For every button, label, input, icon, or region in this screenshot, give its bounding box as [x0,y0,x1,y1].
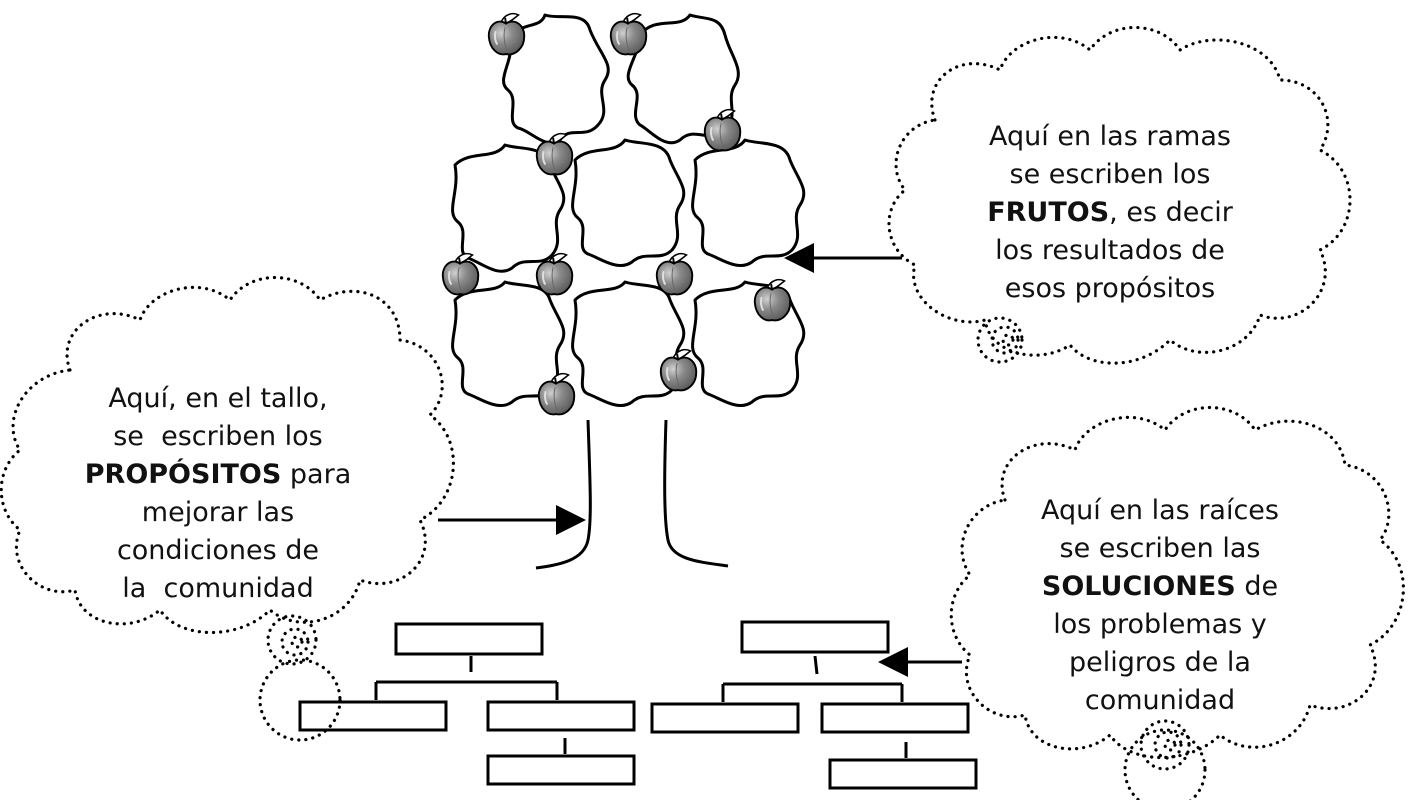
apple-icon [655,252,694,296]
clouds [0,25,1405,800]
roots-line2: se escriben las [1059,533,1261,564]
leaf-5 [691,138,806,268]
leaf-3 [451,143,566,273]
root-box [828,758,978,790]
arrows [438,243,962,677]
trunk-line4: mejorar las [141,497,295,528]
trunk-line6: la comunidad [122,573,314,604]
root-box [394,622,544,656]
branches-keyword: FRUTOS [987,197,1110,228]
root-box [820,702,970,734]
root-box [298,700,448,732]
trunk-line1: Aquí, en el tallo, [108,383,328,414]
branches-line3-rest: , es decir [1109,197,1233,228]
leaf-1 [502,13,610,145]
cloud-roots [949,405,1405,760]
roots-line6: comunidad [1084,685,1236,716]
leaf-4 [571,138,686,268]
roots-keyword: SOLUCIONES [1041,571,1236,602]
root-box [650,702,800,734]
root-box [486,754,636,786]
cloud-branches [887,25,1352,365]
roots-line3: SOLUCIONES de [1020,568,1300,606]
trunk-line3: PROPÓSITOS para [68,456,368,494]
trunk-keyword: PROPÓSITOS [84,459,282,490]
roots-line3-rest: de [1235,571,1279,602]
tree-canopy [451,13,806,408]
branches-line4: los resultados de [995,235,1225,266]
trunk-line5: condiciones de [116,535,320,566]
branches-line1: Aquí en las ramas [989,121,1231,152]
roots-line1: Aquí en las raíces [1040,495,1279,526]
trunk-cloud-text: Aquí, en el tallo, se escriben los PROPÓ… [68,380,368,608]
roots-right [650,620,978,790]
roots-cloud-text: Aquí en las raíces se escriben las SOLUC… [1020,492,1300,720]
branches-cloud-text: Aquí en las ramas se escriben los FRUTOS… [960,118,1260,308]
apple-icon [487,12,526,56]
roots-line4: los problemas y [1053,609,1267,640]
root-box [740,620,890,654]
apple-icon [609,12,648,56]
trunk-line3-rest: para [281,459,352,490]
tree-trunk [535,419,729,570]
root-box [486,700,636,732]
trunk-line2: se escriben los [113,421,323,452]
roots-left [298,622,636,786]
roots-line5: peligros de la [1069,647,1251,678]
branches-line5: esos propósitos [1004,273,1216,304]
branches-line3: FRUTOS, es decir [960,194,1260,232]
branches-line2: se escriben los [1009,159,1211,190]
